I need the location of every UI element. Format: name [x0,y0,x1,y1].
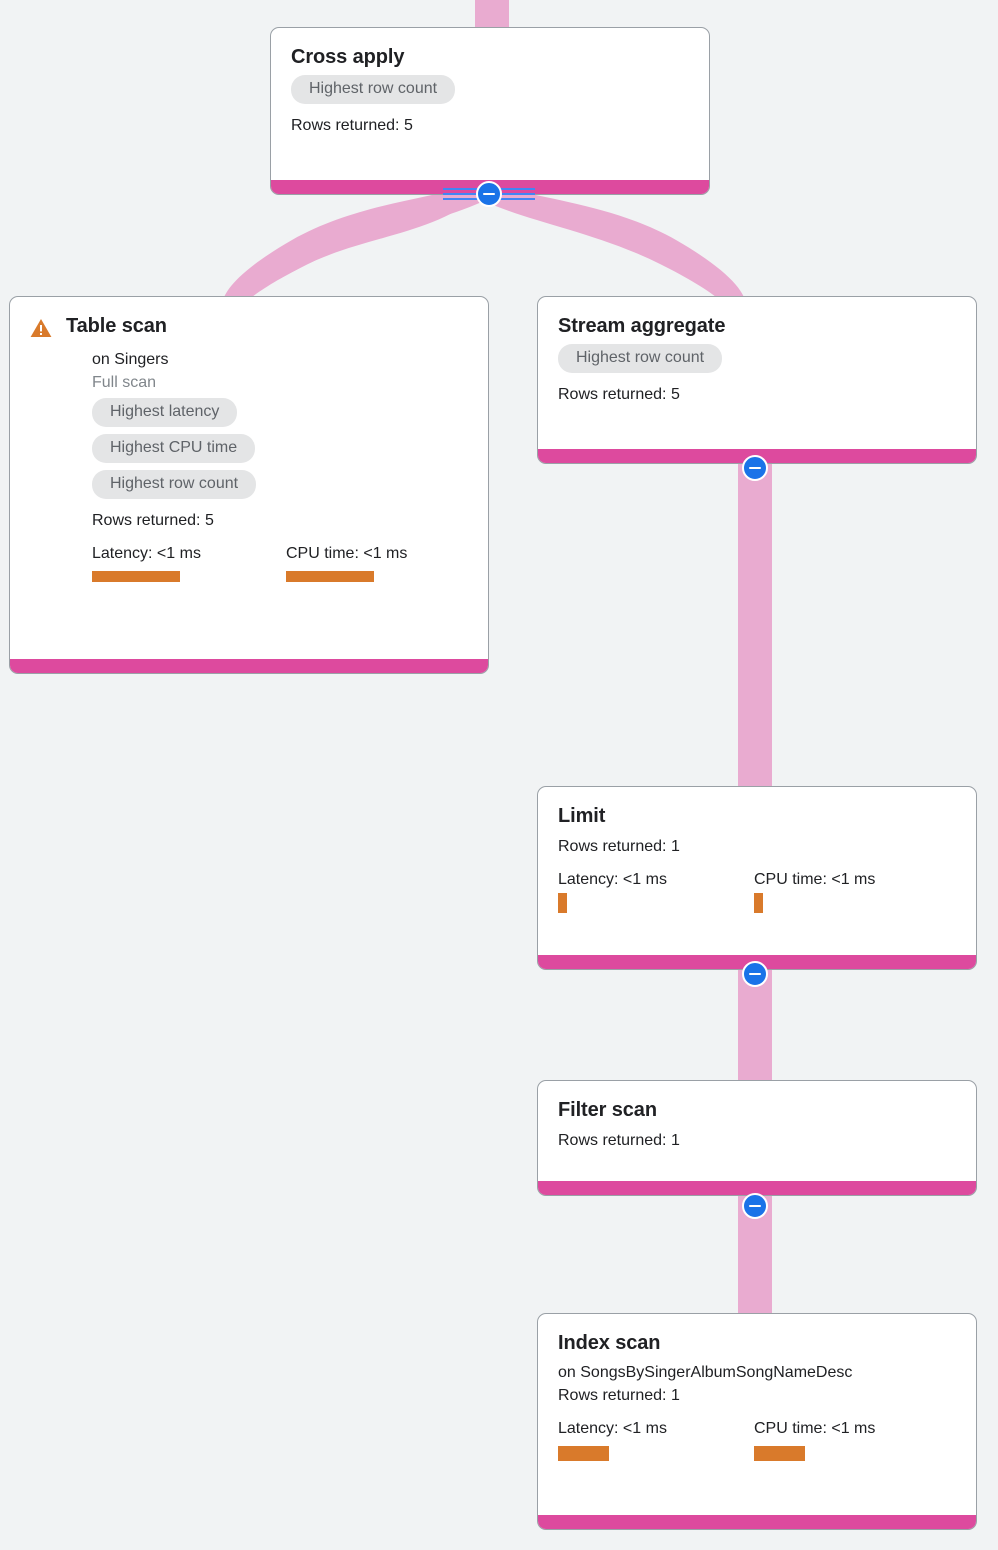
node-limit-metrics: Latency: <1 ms CPU time: <1 ms [558,870,956,913]
collapse-button-stream-aggregate[interactable] [742,455,768,481]
node-title: Filter scan [558,1099,657,1121]
node-cross-apply-chips: Highest row count [291,75,689,111]
node-index-scan[interactable]: Index scan on SongsBySingerAlbumSongName… [537,1313,977,1530]
metric-latency: Latency: <1 ms [558,870,754,913]
node-title: Stream aggregate [558,315,726,337]
collapse-button-cross-apply[interactable] [476,181,502,207]
node-rows-returned: Rows returned: 5 [558,386,680,403]
metric-latency-label: Latency: <1 ms [92,545,201,562]
node-rows-returned: Rows returned: 5 [291,117,413,134]
metric-cpu-time-bar [754,1446,805,1461]
node-table-scan-metrics: Latency: <1 ms CPU time: <1 ms [92,544,468,582]
metric-cpu-time-label: CPU time: <1 ms [754,871,876,888]
node-index-scan-body: Index scan on SongsBySingerAlbumSongName… [538,1314,976,1475]
node-rows-returned: Rows returned: 1 [558,838,680,855]
node-index-scan-header: Index scan [558,1330,956,1356]
node-title: Limit [558,805,606,827]
chip-highest-row-count: Highest row count [92,470,257,499]
metric-latency-label: Latency: <1 ms [558,871,667,888]
metric-cpu-time-bar [286,571,374,582]
metric-latency: Latency: <1 ms [558,1419,754,1461]
node-title: Cross apply [291,46,405,68]
metric-latency-bar [92,571,180,582]
node-limit[interactable]: Limit Rows returned: 1 Latency: <1 ms CP… [537,786,977,970]
node-rows-returned: Rows returned: 1 [558,1132,680,1149]
node-table-scan-header: Table scan [30,313,468,343]
node-table-scan[interactable]: Table scan on Singers Full scan Highest … [9,296,489,674]
node-title: Index scan [558,1332,661,1354]
metric-cpu-time: CPU time: <1 ms [754,870,875,913]
node-stream-aggregate-body: Stream aggregate Highest row count Rows … [538,297,976,419]
metric-cpu-time-label: CPU time: <1 ms [286,545,408,562]
metric-cpu-time-bar [754,893,763,913]
node-stream-aggregate-header: Stream aggregate [558,313,956,339]
metric-latency-label: Latency: <1 ms [558,1420,667,1437]
metric-latency-bar [558,893,567,913]
node-rows-returned: Rows returned: 5 [92,512,214,529]
warning-triangle-icon [30,318,52,343]
node-cross-apply-header: Cross apply [291,44,689,70]
node-scan-type: Full scan [92,374,157,391]
node-stream-aggregate[interactable]: Stream aggregate Highest row count Rows … [537,296,977,464]
node-title: Table scan [66,315,167,337]
collapse-button-limit[interactable] [742,961,768,987]
node-table-scan-body: Table scan on Singers Full scan Highest … [10,297,488,596]
node-stream-aggregate-chips: Highest row count [558,344,956,380]
node-table-scan-details: on Singers Full scan Highest latency Hig… [30,349,468,582]
node-table-scan-chips: Highest latency Highest CPU time Highest… [92,398,468,506]
chip-highest-row-count: Highest row count [558,344,723,373]
node-filter-scan-body: Filter scan Rows returned: 1 [538,1081,976,1165]
node-limit-header: Limit [558,803,956,829]
node-footer-bar [10,659,488,673]
node-limit-body: Limit Rows returned: 1 Latency: <1 ms CP… [538,787,976,927]
metric-cpu-time: CPU time: <1 ms [286,544,407,582]
node-filter-scan-header: Filter scan [558,1097,956,1123]
minus-circle-icon [483,192,495,196]
edge-stream-aggregate-to-limit [738,460,772,790]
node-filter-scan[interactable]: Filter scan Rows returned: 1 [537,1080,977,1196]
node-footer-bar [538,1515,976,1529]
edge-cross-apply-to-table-scan [224,186,478,312]
node-subtitle: on Singers [92,351,169,368]
metric-latency: Latency: <1 ms [92,544,286,582]
chip-highest-latency: Highest latency [92,398,238,427]
metric-cpu-time: CPU time: <1 ms [754,1419,875,1461]
chip-highest-row-count: Highest row count [291,75,456,104]
chip-highest-cpu-time: Highest CPU time [92,434,256,463]
minus-circle-icon [749,1204,761,1208]
metric-latency-bar [558,1446,609,1461]
node-index-scan-metrics: Latency: <1 ms CPU time: <1 ms [558,1419,956,1461]
collapse-button-filter-scan[interactable] [742,1193,768,1219]
metric-cpu-time-label: CPU time: <1 ms [754,1420,876,1437]
minus-circle-icon [749,466,761,470]
node-cross-apply-body: Cross apply Highest row count Rows retur… [271,28,709,150]
node-cross-apply[interactable]: Cross apply Highest row count Rows retur… [270,27,710,195]
minus-circle-icon [749,972,761,976]
node-footer-bar [538,1181,976,1195]
node-rows-returned: Rows returned: 1 [558,1387,680,1404]
node-subtitle: on SongsBySingerAlbumSongNameDesc [558,1364,853,1381]
